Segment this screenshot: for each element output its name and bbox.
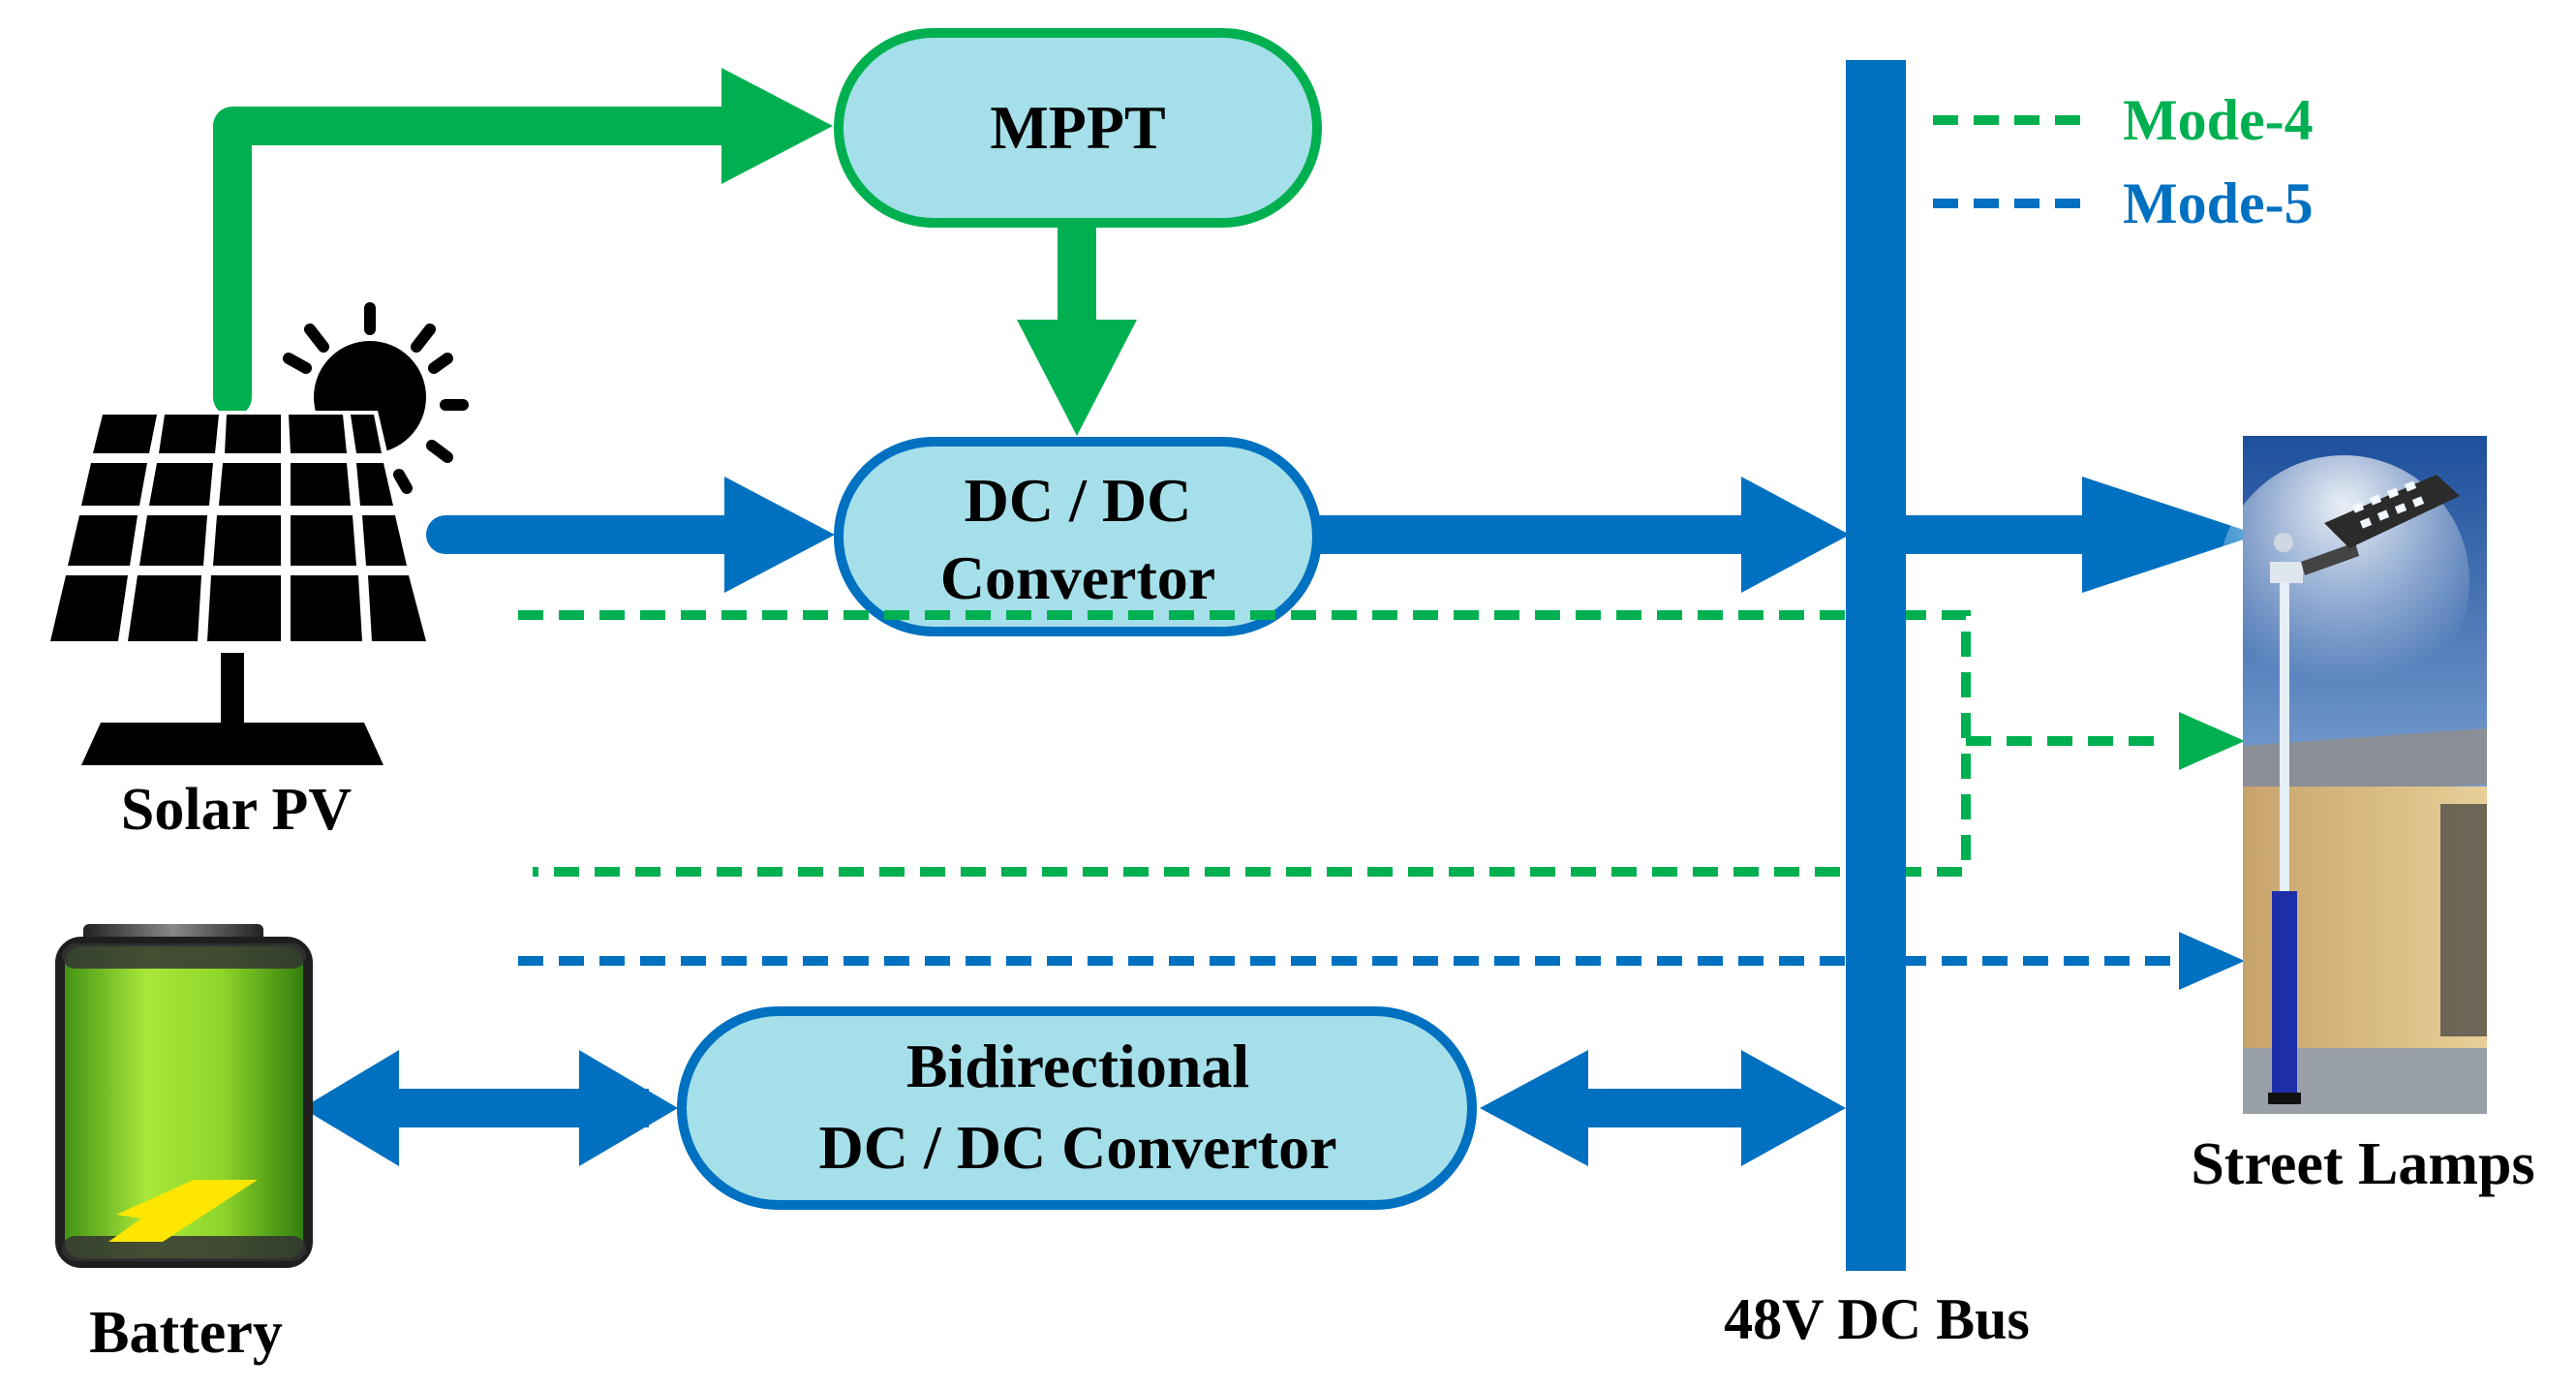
dcdc-label-line2: Convertor — [940, 543, 1215, 612]
pv-to-dcdc-arrow — [426, 477, 835, 593]
bidir-label-line2: DC / DC Convertor — [819, 1113, 1337, 1182]
mode5-dashed-path — [518, 932, 2245, 990]
dcdc-label-line1: DC / DC — [965, 466, 1192, 535]
bus-to-lamps-arrow — [1898, 477, 2258, 593]
legend: Mode-4 Mode-5 — [1933, 88, 2314, 235]
legend-mode4-label: Mode-4 — [2123, 88, 2314, 152]
street-lamps-label: Street Lamps — [2191, 1131, 2534, 1197]
battery-label: Battery — [89, 1300, 283, 1366]
dc-bus-label: 48V DC Bus — [1724, 1287, 2030, 1351]
dc-bus-bar — [1846, 60, 1906, 1271]
mppt-to-dcdc-arrow — [1017, 225, 1137, 436]
battery-icon — [55, 924, 313, 1268]
bidir-label-line1: Bidirectional — [906, 1032, 1249, 1100]
dcdc-to-bus-arrow — [1307, 477, 1850, 593]
bidir-bus-arrow — [1480, 1050, 1846, 1166]
solar-panel-icon — [33, 411, 432, 765]
solar-pv-label: Solar PV — [121, 777, 352, 843]
pv-to-mppt-arrow — [213, 68, 833, 417]
mppt-label: MPPT — [990, 93, 1165, 162]
battery-bidir-arrow — [302, 1050, 678, 1166]
legend-mode5-label: Mode-5 — [2123, 171, 2314, 235]
mode4-dashed-path — [518, 610, 2245, 877]
dcdc-converter-block: DC / DC Convertor — [834, 437, 1322, 636]
lightning-bolt-icon — [108, 1180, 258, 1242]
mppt-block: MPPT — [834, 28, 1322, 228]
street-lamp-photo — [2218, 436, 2487, 1114]
bidirectional-converter-block: Bidirectional DC / DC Convertor — [677, 1006, 1477, 1210]
